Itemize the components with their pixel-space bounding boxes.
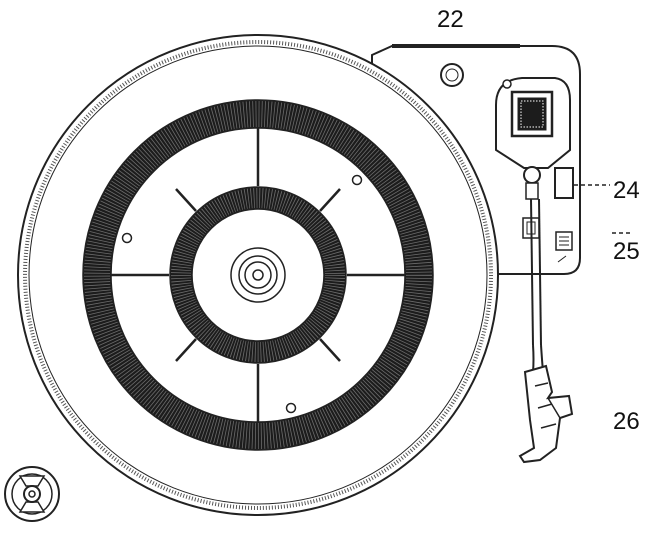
callout-26: 26 [613, 408, 640, 435]
mat-holes [121, 174, 363, 414]
cue-lever[interactable] [554, 167, 574, 199]
housing-knob [440, 63, 464, 87]
mount-screw [502, 79, 512, 89]
tonearm-pivot [523, 166, 541, 184]
platter-rim-knurl [23, 40, 493, 510]
tonearm-assembly [495, 77, 574, 464]
headshell [518, 364, 574, 464]
mat-inner-ring [169, 186, 347, 364]
spindle [230, 247, 286, 303]
mat-spokes [111, 128, 405, 422]
finger-lift [547, 397, 561, 419]
platter-inner-edge [28, 45, 488, 505]
counterweight-grip [517, 97, 547, 131]
adapter-icon [4, 466, 60, 522]
housing-knob-inner [445, 68, 459, 82]
callout-24: 24 [613, 177, 640, 204]
callout-22: 22 [437, 6, 464, 33]
callout-25: 25 [613, 238, 640, 265]
pivot-collar [525, 182, 539, 200]
callout-leaders [574, 184, 630, 234]
